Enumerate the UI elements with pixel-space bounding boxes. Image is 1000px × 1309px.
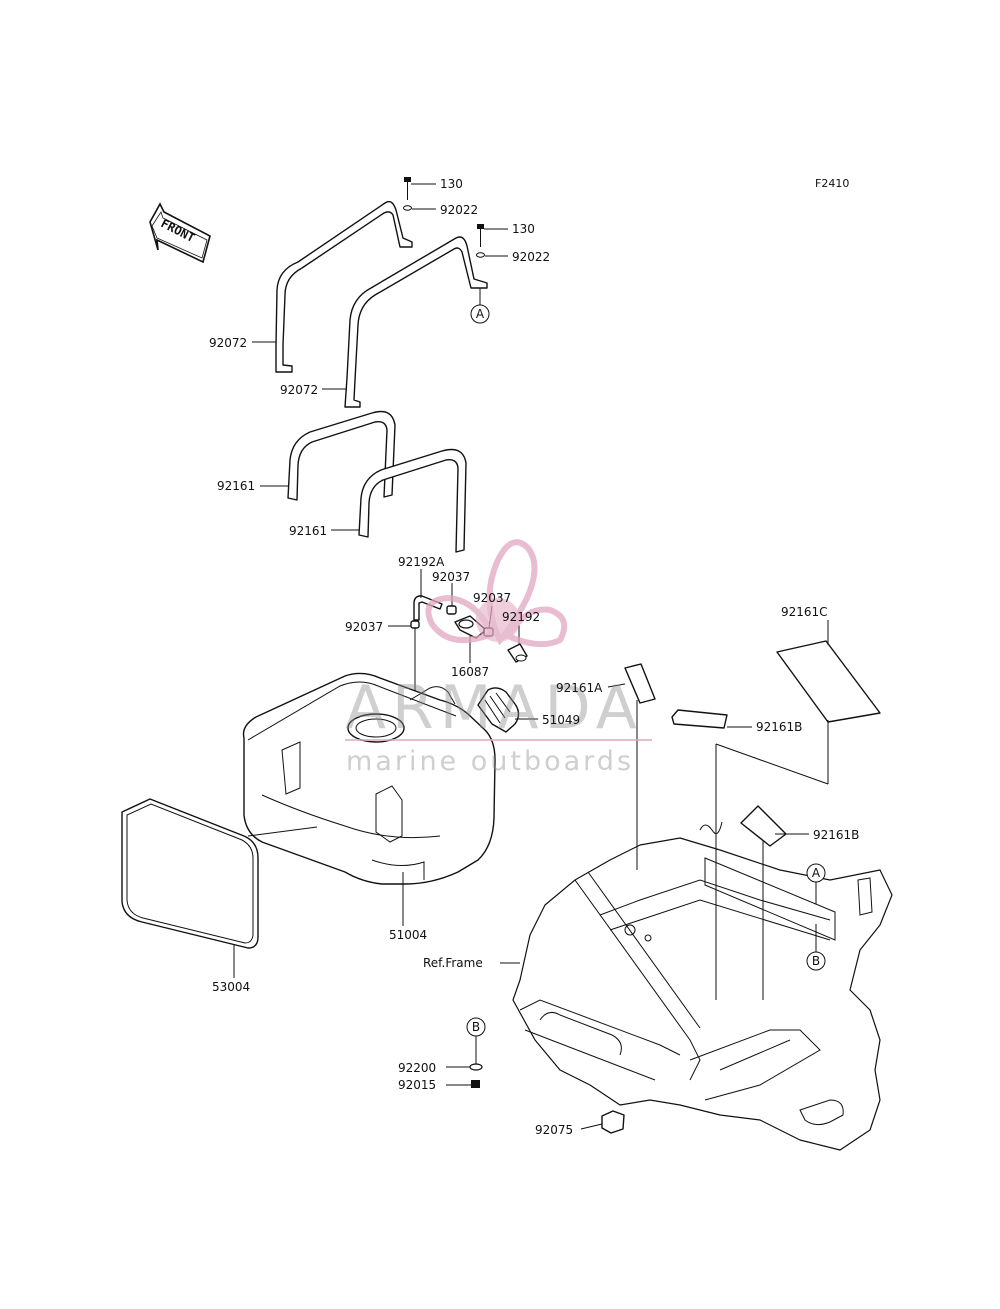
strap-pad-rear [287, 410, 396, 501]
callout-92015: 92015 [398, 1078, 436, 1092]
callout-130-a: 130 [440, 177, 463, 191]
callout-92161c: 92161C [781, 605, 828, 619]
callout-92192: 92192 [502, 610, 540, 624]
svg-text:A: A [476, 307, 485, 321]
callout-ref-frame: Ref.Frame [423, 956, 483, 970]
fitting-92192 [507, 643, 528, 663]
callout-130-b: 130 [512, 222, 535, 236]
hose-clamp-2 [410, 620, 420, 629]
armada-logo: ARMADA marine outboards [345, 539, 652, 777]
callout-51004: 51004 [389, 928, 427, 942]
callout-92072-a: 92072 [209, 336, 247, 350]
callout-92072-b: 92072 [280, 383, 318, 397]
callout-92161b-a: 92161B [756, 720, 802, 734]
hose-clamp-1 [446, 605, 457, 615]
fuel-tank [242, 672, 496, 885]
callout-92075: 92075 [535, 1123, 573, 1137]
bolt-130-b [476, 224, 485, 258]
callout-92161b-b: 92161B [813, 828, 859, 842]
pad-92161b-upper [671, 709, 728, 729]
ref-marker-b-frame: B [806, 951, 826, 971]
nut-92015 [471, 1080, 480, 1088]
ref-marker-b-bolt: B [466, 1017, 486, 1037]
callout-labels: 130 92022 130 92022 92072 92072 92161 92… [209, 177, 859, 1137]
callout-92037-b: 92037 [473, 591, 511, 605]
vehicle-frame [512, 821, 893, 1151]
callout-92161a: 92161A [556, 681, 603, 695]
front-arrow-icon: FRONT [149, 202, 211, 264]
pad-92161c [776, 640, 881, 723]
callout-92200: 92200 [398, 1061, 436, 1075]
figure-code: F2410 [815, 177, 849, 190]
ref-marker-a-top: A [470, 304, 490, 324]
svg-text:B: B [812, 954, 820, 968]
fuel-tank-strap-front [344, 236, 488, 408]
ref-marker-a-frame: A [806, 863, 826, 883]
rubber-block [601, 1110, 625, 1134]
callout-16087: 16087 [451, 665, 489, 679]
watermark-brand: ARMADA [345, 673, 643, 743]
callout-92037-a: 92037 [432, 570, 470, 584]
bolt-130-a [403, 177, 412, 211]
check-valve [454, 615, 487, 639]
strap-pad-front [358, 448, 467, 553]
callout-92022-a: 92022 [440, 203, 478, 217]
callout-92161-b: 92161 [289, 524, 327, 538]
watermark-tagline: marine outboards [346, 746, 634, 777]
svg-text:B: B [472, 1020, 480, 1034]
washer-92200 [469, 1063, 483, 1071]
svg-text:A: A [812, 866, 821, 880]
callout-51049: 51049 [542, 713, 580, 727]
leader-lines [233, 183, 829, 1130]
callout-92022-b: 92022 [512, 250, 550, 264]
callout-53004: 53004 [212, 980, 250, 994]
fuel-tank-strap-rear [275, 200, 413, 373]
fuel-cap [477, 687, 520, 733]
callout-92161-a: 92161 [217, 479, 255, 493]
callout-92192a: 92192A [398, 555, 445, 569]
pad-92161a [624, 663, 656, 704]
callout-92037-c: 92037 [345, 620, 383, 634]
skid-guard-plate [121, 798, 259, 949]
